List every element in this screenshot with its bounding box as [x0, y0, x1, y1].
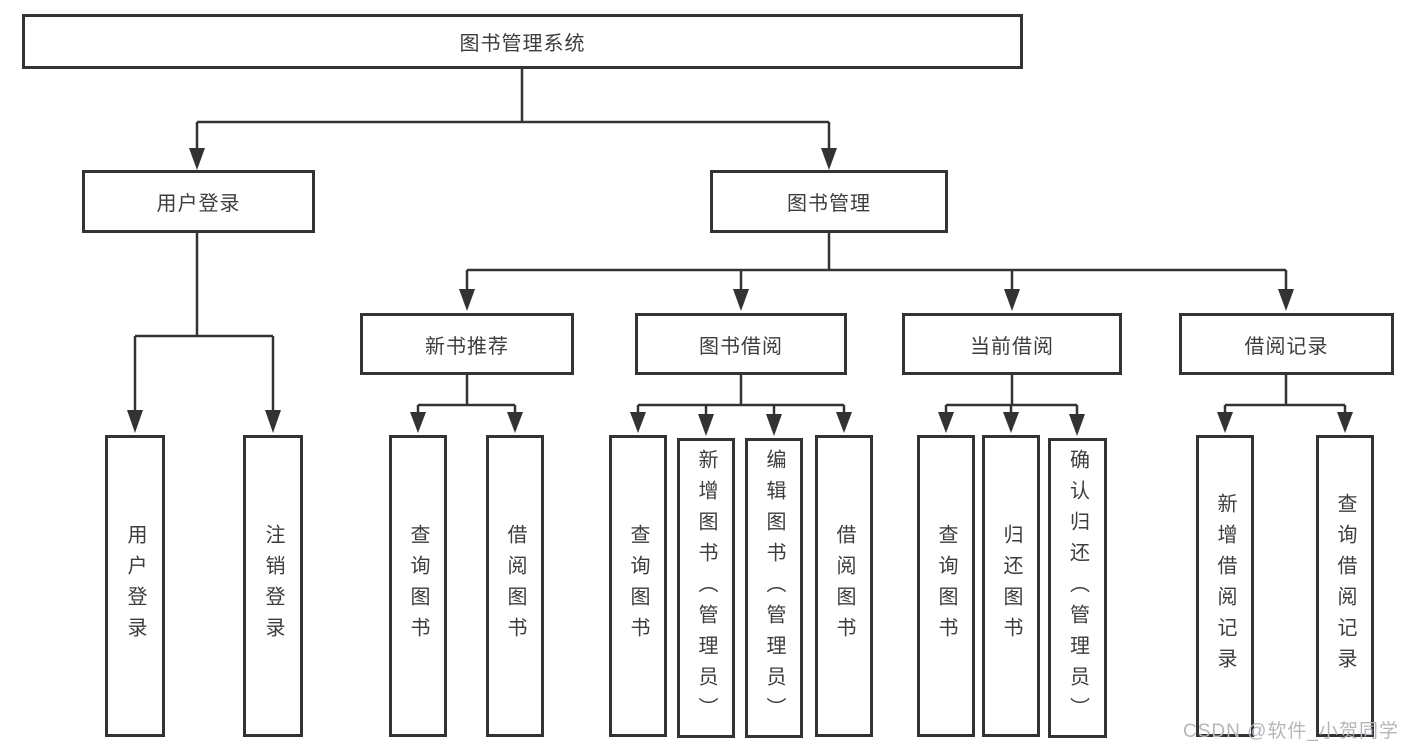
node-label: 查询借阅记录: [1334, 493, 1356, 679]
node-label: 借阅记录: [1244, 335, 1329, 358]
leaf-query-borrow-record: 查询借阅记录: [1316, 435, 1374, 737]
leaf-query-books-borrow: 查询图书: [609, 435, 667, 737]
leaf-borrow-books-recommend: 借阅图书: [486, 435, 544, 737]
node-book-management: 图书管理: [710, 170, 948, 233]
connector-root-to-level2: [189, 68, 837, 170]
csdn-watermark: CSDN @软件_小贺同学: [1183, 721, 1399, 742]
leaf-logout-login: 注销登录: [243, 435, 303, 737]
leaf-query-books-current: 查询图书: [917, 435, 975, 737]
node-label: 编辑图书（管理员）: [763, 448, 785, 728]
node-label: 归还图书: [1000, 524, 1022, 648]
leaf-edit-books-admin: 编辑图书（管理员）: [745, 438, 803, 738]
node-label: 图书借阅: [699, 335, 783, 358]
node-label: 确认归还（管理员）: [1066, 448, 1089, 728]
connector-borrow-records-to-leaves: [1217, 375, 1353, 433]
leaf-return-books: 归还图书: [982, 435, 1040, 737]
node-user-login: 用户登录: [82, 170, 315, 233]
node-label: 借阅图书: [504, 524, 526, 648]
node-label: 新增图书（管理员）: [695, 448, 717, 728]
node-current-borrow: 当前借阅: [902, 313, 1122, 375]
node-label: 借阅图书: [833, 524, 855, 648]
node-label: 新书推荐: [425, 335, 509, 358]
connector-user-login-to-leaves: [127, 233, 281, 433]
connector-book-management-to-level3: [459, 233, 1294, 311]
node-label: 当前借阅: [970, 335, 1054, 358]
node-label: 图书管理系统: [459, 33, 586, 55]
leaf-add-books-admin: 新增图书（管理员）: [677, 438, 735, 738]
leaf-borrow-books: 借阅图书: [815, 435, 873, 737]
leaf-confirm-return-admin: 确认归还（管理员）: [1048, 438, 1107, 738]
node-label: 新增借阅记录: [1214, 493, 1236, 679]
node-label: 用户登录: [124, 524, 146, 648]
connector-current-borrow-to-leaves: [938, 375, 1085, 436]
connector-book-borrow-to-leaves: [630, 375, 852, 436]
node-library-management-system: 图书管理系统: [22, 14, 1023, 69]
node-label: 注销登录: [262, 524, 284, 648]
node-label: 查询图书: [627, 524, 649, 648]
node-label: 用户登录: [156, 193, 241, 215]
leaf-user-login: 用户登录: [105, 435, 165, 737]
node-book-borrow: 图书借阅: [635, 313, 847, 375]
leaf-add-borrow-record: 新增借阅记录: [1196, 435, 1254, 737]
connector-new-book-recommend-to-leaves: [410, 375, 523, 433]
node-label: 查询图书: [935, 524, 957, 648]
node-new-book-recommend: 新书推荐: [360, 313, 574, 375]
node-borrow-records: 借阅记录: [1179, 313, 1394, 375]
leaf-query-books-recommend: 查询图书: [389, 435, 447, 737]
node-label: 图书管理: [787, 193, 871, 215]
node-label: 查询图书: [407, 524, 429, 648]
